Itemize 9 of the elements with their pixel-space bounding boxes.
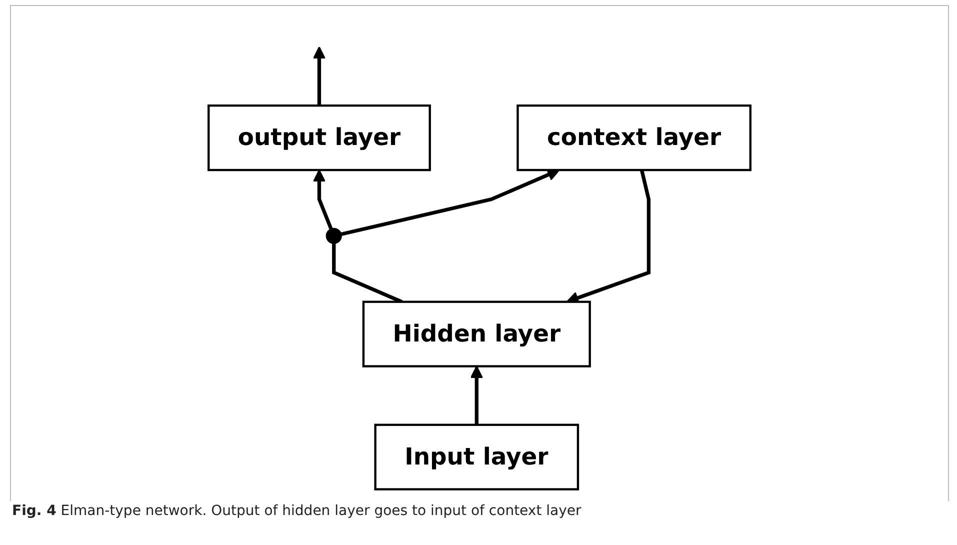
node-box: Hidden layer (362, 300, 591, 368)
arrow (312, 46, 326, 106)
node-box: context layer (516, 104, 752, 172)
node-box: Input layer (374, 424, 580, 490)
arrow (470, 366, 484, 425)
node-box: output layer (208, 104, 431, 172)
node-circle (326, 228, 342, 244)
figure-caption: Fig. 4 Elman-type network. Output of hidden layer goes to input of context layer (12, 503, 582, 519)
arrow (312, 169, 333, 230)
